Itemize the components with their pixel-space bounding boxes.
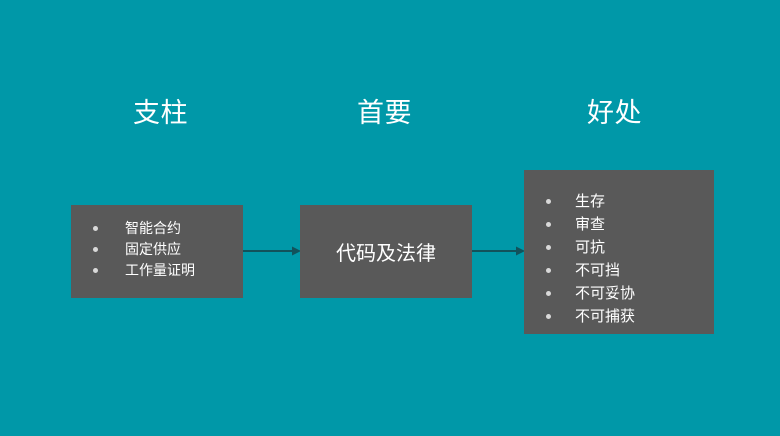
benefits-box: 生存 审查 可抗 不可挡 不可妥协 不可捕获	[524, 170, 714, 334]
primary-box: 代码及法律	[300, 205, 472, 298]
list-item: 不可挡	[546, 259, 635, 282]
list-item: 不可捕获	[546, 305, 635, 328]
list-item-label: 审查	[575, 216, 606, 233]
pillars-box: 智能合约 固定供应 工作量证明	[71, 205, 243, 298]
list-item-label: 可抗	[575, 239, 606, 256]
bullet-dot-icon	[546, 245, 551, 250]
bullet-dot-icon	[546, 199, 551, 204]
list-item-label: 不可捕获	[575, 308, 636, 325]
list-item: 生存	[546, 190, 635, 213]
list-item-label: 智能合约	[125, 220, 181, 236]
column-heading-pillars: 支柱	[133, 98, 188, 128]
arrow-right-icon	[243, 244, 301, 258]
bullet-dot-icon	[546, 268, 551, 273]
bullet-dot-icon	[93, 268, 98, 273]
list-item-label: 不可挡	[575, 262, 621, 279]
list-item: 审查	[546, 213, 635, 236]
list-item: 智能合约	[93, 218, 195, 239]
list-item-label: 不可妥协	[575, 285, 636, 302]
bullet-dot-icon	[546, 291, 551, 296]
bullet-dot-icon	[93, 247, 98, 252]
primary-box-label: 代码及法律	[336, 243, 436, 265]
list-item: 固定供应	[93, 239, 195, 260]
column-heading-primary: 首要	[357, 98, 412, 128]
list-item-label: 固定供应	[125, 241, 181, 257]
bullet-dot-icon	[93, 226, 98, 231]
benefits-bullet-list: 生存 审查 可抗 不可挡 不可妥协 不可捕获	[546, 190, 635, 328]
column-heading-benefits: 好处	[587, 98, 642, 128]
list-item: 可抗	[546, 236, 635, 259]
pillars-bullet-list: 智能合约 固定供应 工作量证明	[93, 218, 195, 281]
list-item: 工作量证明	[93, 260, 195, 281]
bullet-dot-icon	[546, 314, 551, 319]
bullet-dot-icon	[546, 222, 551, 227]
list-item: 不可妥协	[546, 282, 635, 305]
list-item-label: 工作量证明	[125, 262, 195, 278]
list-item-label: 生存	[575, 193, 606, 210]
arrow-right-icon	[472, 244, 525, 258]
